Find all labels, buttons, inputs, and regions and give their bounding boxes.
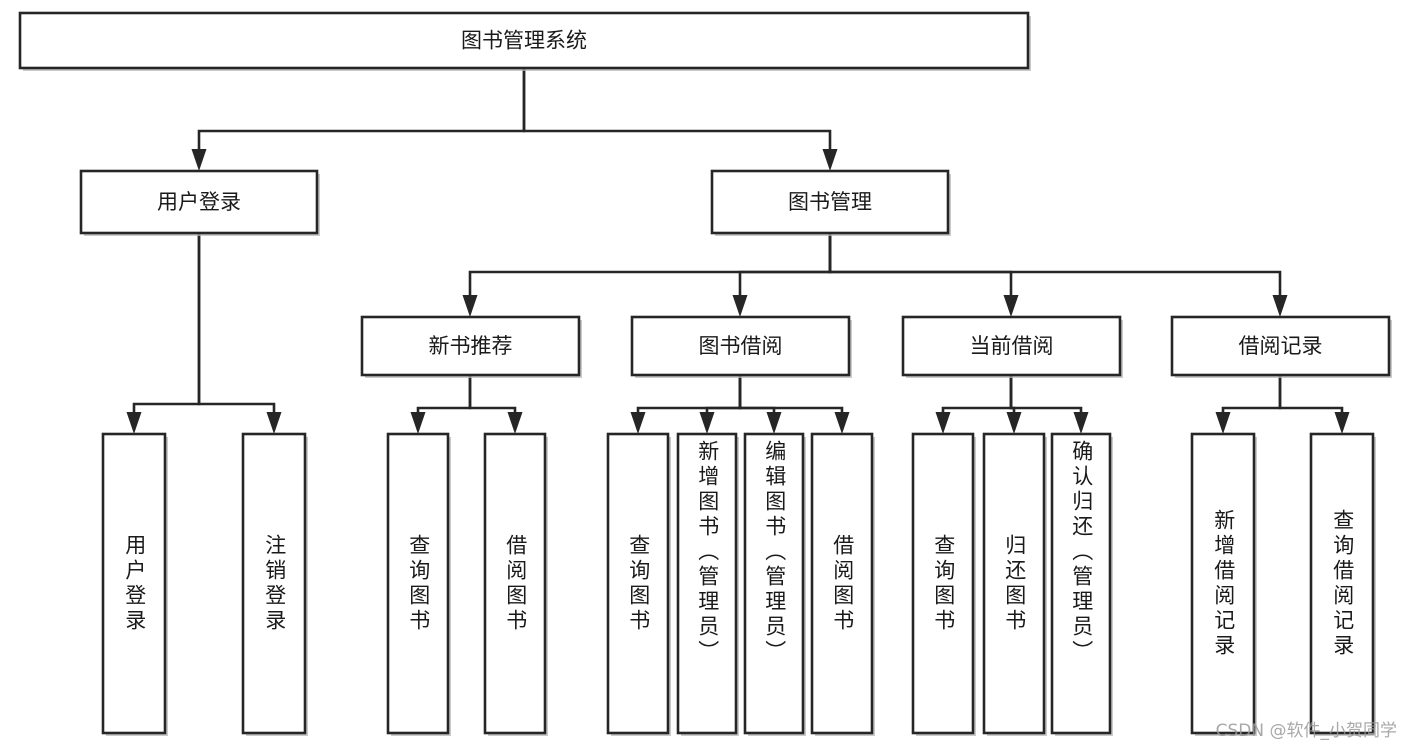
- node-box[interactable]: [810, 432, 874, 735]
- connector-用户登录-to-注销登录: [197, 233, 282, 434]
- connector-当前借阅-to-确认归还: [1009, 375, 1089, 434]
- connector-图书管理-to-借阅记录: [828, 233, 1288, 317]
- node-box[interactable]: [1050, 432, 1112, 735]
- arrow-head-icon: [1334, 412, 1350, 434]
- node-leaf-1[interactable]: [241, 432, 308, 736]
- connector-图书管理-to-图书借阅: [732, 233, 832, 317]
- node-box[interactable]: [606, 432, 670, 735]
- edges-layer: [126, 68, 1350, 434]
- connector-图书管理-to-新书推荐: [462, 233, 832, 317]
- connector-图书借阅-to-编辑图书: [738, 375, 782, 434]
- arrow-head-icon: [1272, 295, 1288, 317]
- node-label: 新书推荐: [429, 334, 513, 358]
- node-box[interactable]: [710, 169, 950, 235]
- node-leaf-8[interactable]: [911, 432, 976, 736]
- node-level3-2[interactable]: 当前借阅: [901, 315, 1123, 378]
- arrow-head-icon: [630, 412, 646, 434]
- node-level3-1[interactable]: 图书借阅: [630, 315, 852, 378]
- node-level3-0[interactable]: 新书推荐: [360, 315, 582, 378]
- node-leaf-11[interactable]: [1190, 432, 1257, 736]
- node-leaf-0[interactable]: [101, 432, 168, 736]
- arrow-head-icon: [191, 149, 207, 171]
- node-leaf-12[interactable]: [1309, 432, 1376, 736]
- node-label: 图书借阅: [699, 334, 783, 358]
- node-leaf-5[interactable]: [676, 432, 739, 736]
- node-box[interactable]: [360, 315, 581, 377]
- connector-图书管理系统-to-图书管理: [522, 68, 838, 171]
- connector-当前借阅-to-查询图书-3: [935, 375, 1013, 434]
- connector-图书管理系统-to-用户登录: [191, 68, 526, 171]
- node-box[interactable]: [79, 169, 319, 235]
- arrow-head-icon: [834, 412, 850, 434]
- connector-图书借阅-to-新增图书: [699, 375, 742, 434]
- arrow-head-icon: [1006, 412, 1022, 434]
- node-leaf-7[interactable]: [810, 432, 875, 736]
- connector-用户登录-to-用户登录-leaf: [126, 233, 201, 434]
- arrow-head-icon: [822, 149, 838, 171]
- node-label: 用户登录: [157, 190, 241, 214]
- arrow-head-icon: [1215, 412, 1231, 434]
- node-box[interactable]: [241, 432, 307, 735]
- node-level2-1[interactable]: 图书管理: [710, 169, 951, 236]
- node-box[interactable]: [386, 432, 450, 735]
- node-box[interactable]: [483, 432, 547, 735]
- node-box[interactable]: [676, 432, 738, 735]
- arrow-head-icon: [732, 295, 748, 317]
- node-box[interactable]: [911, 432, 975, 735]
- node-level2-0[interactable]: 用户登录: [79, 169, 320, 236]
- node-label: 当前借阅: [970, 334, 1054, 358]
- arrow-head-icon: [462, 295, 478, 317]
- node-leaf-10[interactable]: [1050, 432, 1113, 736]
- arrow-head-icon: [507, 412, 523, 434]
- node-box[interactable]: [901, 315, 1122, 377]
- connector-新书推荐-to-查询图书-1: [410, 375, 472, 434]
- node-box[interactable]: [743, 432, 805, 735]
- arrow-head-icon: [699, 412, 715, 434]
- node-label: 图书管理系统: [461, 29, 587, 53]
- connector-新书推荐-to-借阅图书-1: [468, 375, 523, 434]
- arrow-head-icon: [126, 412, 142, 434]
- connector-图书借阅-to-借阅图书-2: [738, 375, 850, 434]
- node-box[interactable]: [1309, 432, 1375, 735]
- node-leaf-2[interactable]: [386, 432, 451, 736]
- node-root-0[interactable]: 图书管理系统: [18, 11, 1031, 71]
- connector-借阅记录-to-新增借阅记录: [1215, 375, 1282, 434]
- connector-当前借阅-to-归还图书: [1006, 375, 1022, 434]
- node-label: 借阅记录: [1239, 334, 1323, 358]
- node-leaf-6[interactable]: [743, 432, 806, 736]
- connector-图书借阅-to-查询图书-2: [630, 375, 742, 434]
- node-label: 图书管理: [788, 190, 872, 214]
- arrow-head-icon: [1073, 412, 1089, 434]
- node-box[interactable]: [18, 11, 1030, 70]
- node-leaf-4[interactable]: [606, 432, 671, 736]
- node-box[interactable]: [1170, 315, 1391, 377]
- connector-图书管理-to-当前借阅: [828, 233, 1019, 317]
- node-leaf-9[interactable]: [982, 432, 1047, 736]
- arrow-head-icon: [1003, 295, 1019, 317]
- node-level3-3[interactable]: 借阅记录: [1170, 315, 1392, 378]
- node-leaf-3[interactable]: [483, 432, 548, 736]
- connector-借阅记录-to-查询借阅记录: [1278, 375, 1350, 434]
- node-box[interactable]: [982, 432, 1046, 735]
- arrow-head-icon: [935, 412, 951, 434]
- arrow-head-icon: [766, 412, 782, 434]
- node-box[interactable]: [101, 432, 167, 735]
- node-box[interactable]: [1190, 432, 1256, 735]
- arrow-head-icon: [266, 412, 282, 434]
- node-box[interactable]: [630, 315, 851, 377]
- arrow-head-icon: [410, 412, 426, 434]
